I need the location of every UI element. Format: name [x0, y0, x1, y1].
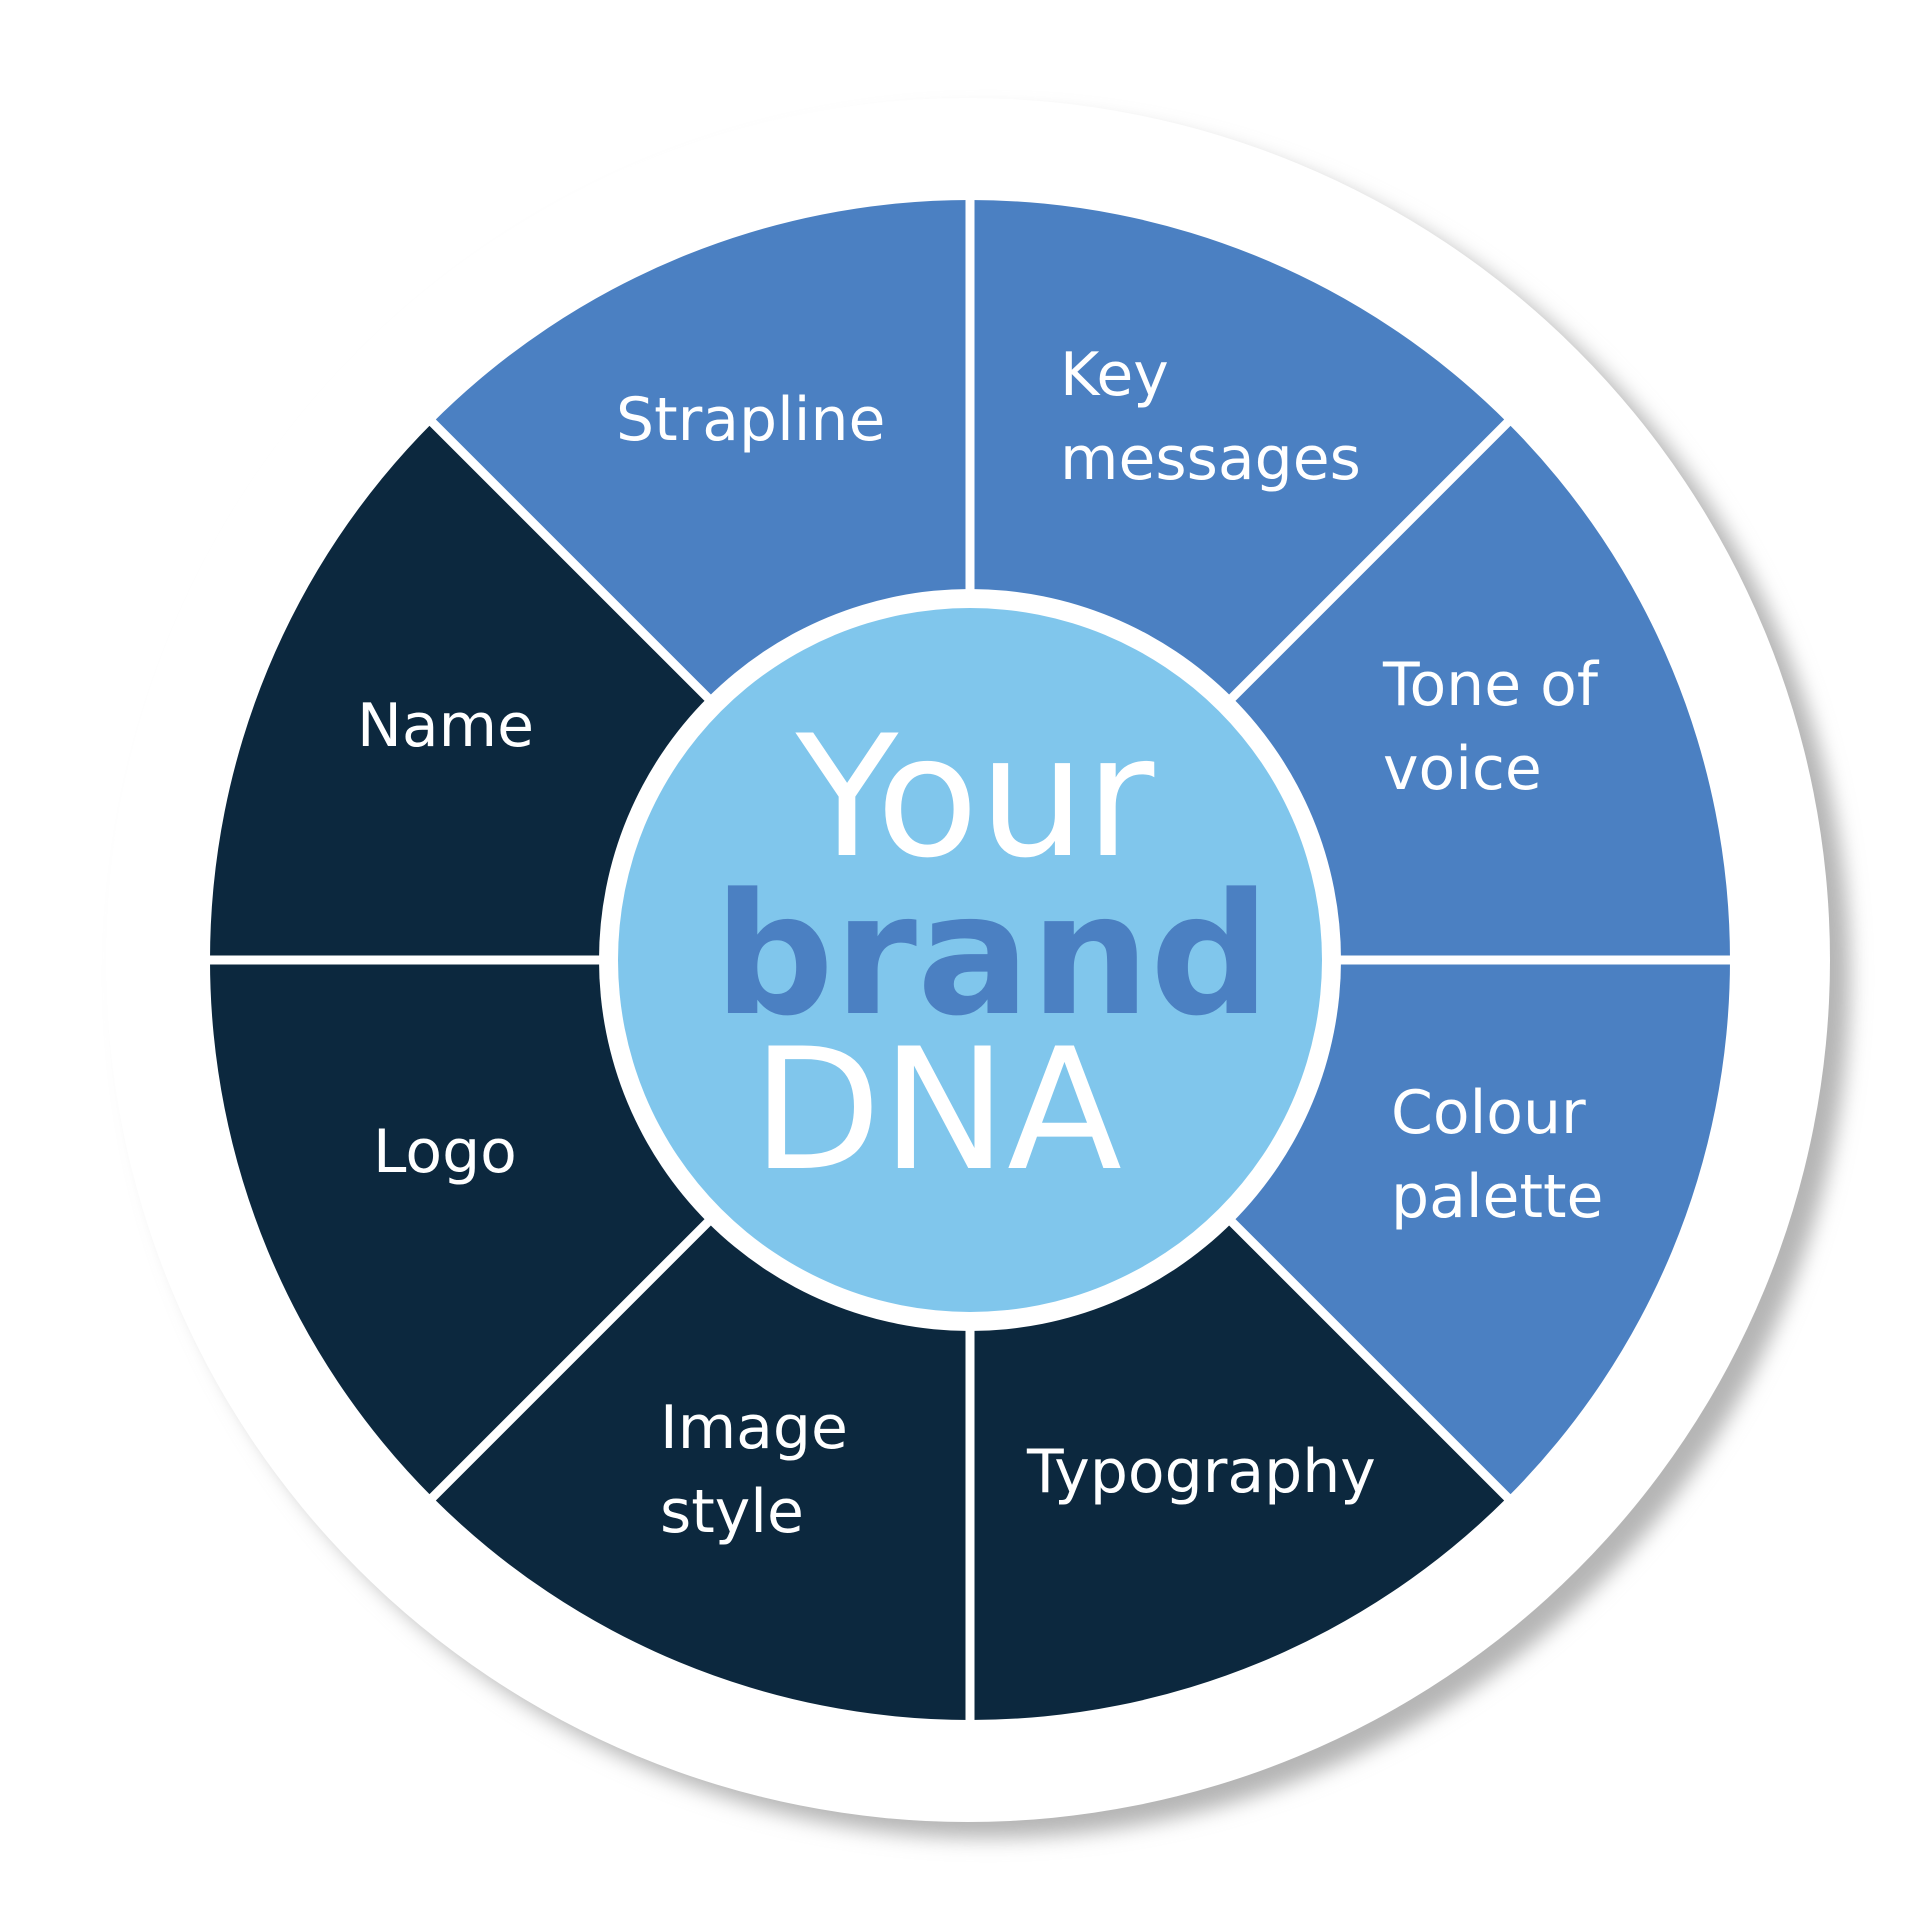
- segment-colour-palette: [970, 1214, 1508, 1720]
- segment-tone-of-voice: [1224, 960, 1730, 1498]
- segment-divider: [425, 1207, 723, 1505]
- segment-image-style: [210, 960, 716, 1498]
- segment-typography: [432, 1214, 970, 1720]
- segment-label-tone-of-voice-line-2: voice: [1383, 734, 1542, 804]
- segment-label-image-style-line-1: Image: [660, 1393, 848, 1463]
- segment-divider: [425, 415, 723, 713]
- segment-label-typography: Typography: [1026, 1437, 1376, 1507]
- segment-divider: [1217, 415, 1515, 713]
- segment-label-logo-line-1: Logo: [373, 1117, 517, 1187]
- center-title-line3: DNA: [752, 1012, 1122, 1208]
- segment-label-key-messages-line-1: Key: [1060, 340, 1169, 410]
- segment-logo: [210, 422, 716, 960]
- center-title-line1: Your: [795, 699, 1156, 895]
- segment-label-name-line-1: Name: [357, 691, 534, 761]
- dividers-layer: [205, 195, 1735, 1725]
- segment-divider: [1217, 1207, 1515, 1505]
- segments-layer: [210, 200, 1730, 1720]
- segment-label-colour-palette: Colour palette: [1391, 1078, 1603, 1232]
- segment-label-colour-palette-line-2: palette: [1391, 1162, 1603, 1232]
- segment-label-image-style: Image style: [660, 1393, 848, 1547]
- segment-label-name: Name: [357, 691, 534, 761]
- center-disc: [618, 608, 1322, 1312]
- segment-strapline: [970, 200, 1508, 706]
- segment-label-strapline-line-1: Strapline: [616, 385, 885, 455]
- segment-label-key-messages-line-2: messages: [1060, 424, 1361, 494]
- segment-label-image-style-line-2: style: [660, 1477, 804, 1547]
- segment-label-typography-line-1: Typography: [1026, 1437, 1376, 1507]
- segment-label-strapline: Strapline: [616, 385, 885, 455]
- segment-label-colour-palette-line-1: Colour: [1391, 1078, 1586, 1148]
- segment-label-tone-of-voice-line-1: Tone of: [1382, 650, 1600, 720]
- segment-label-key-messages: Key messages: [1060, 340, 1361, 494]
- segment-label-logo: Logo: [373, 1117, 517, 1187]
- center-title-line2: brand: [714, 857, 1270, 1053]
- segment-key-messages: [1224, 422, 1730, 960]
- segment-name: [432, 200, 970, 706]
- segment-label-tone-of-voice: Tone of voice: [1382, 650, 1600, 804]
